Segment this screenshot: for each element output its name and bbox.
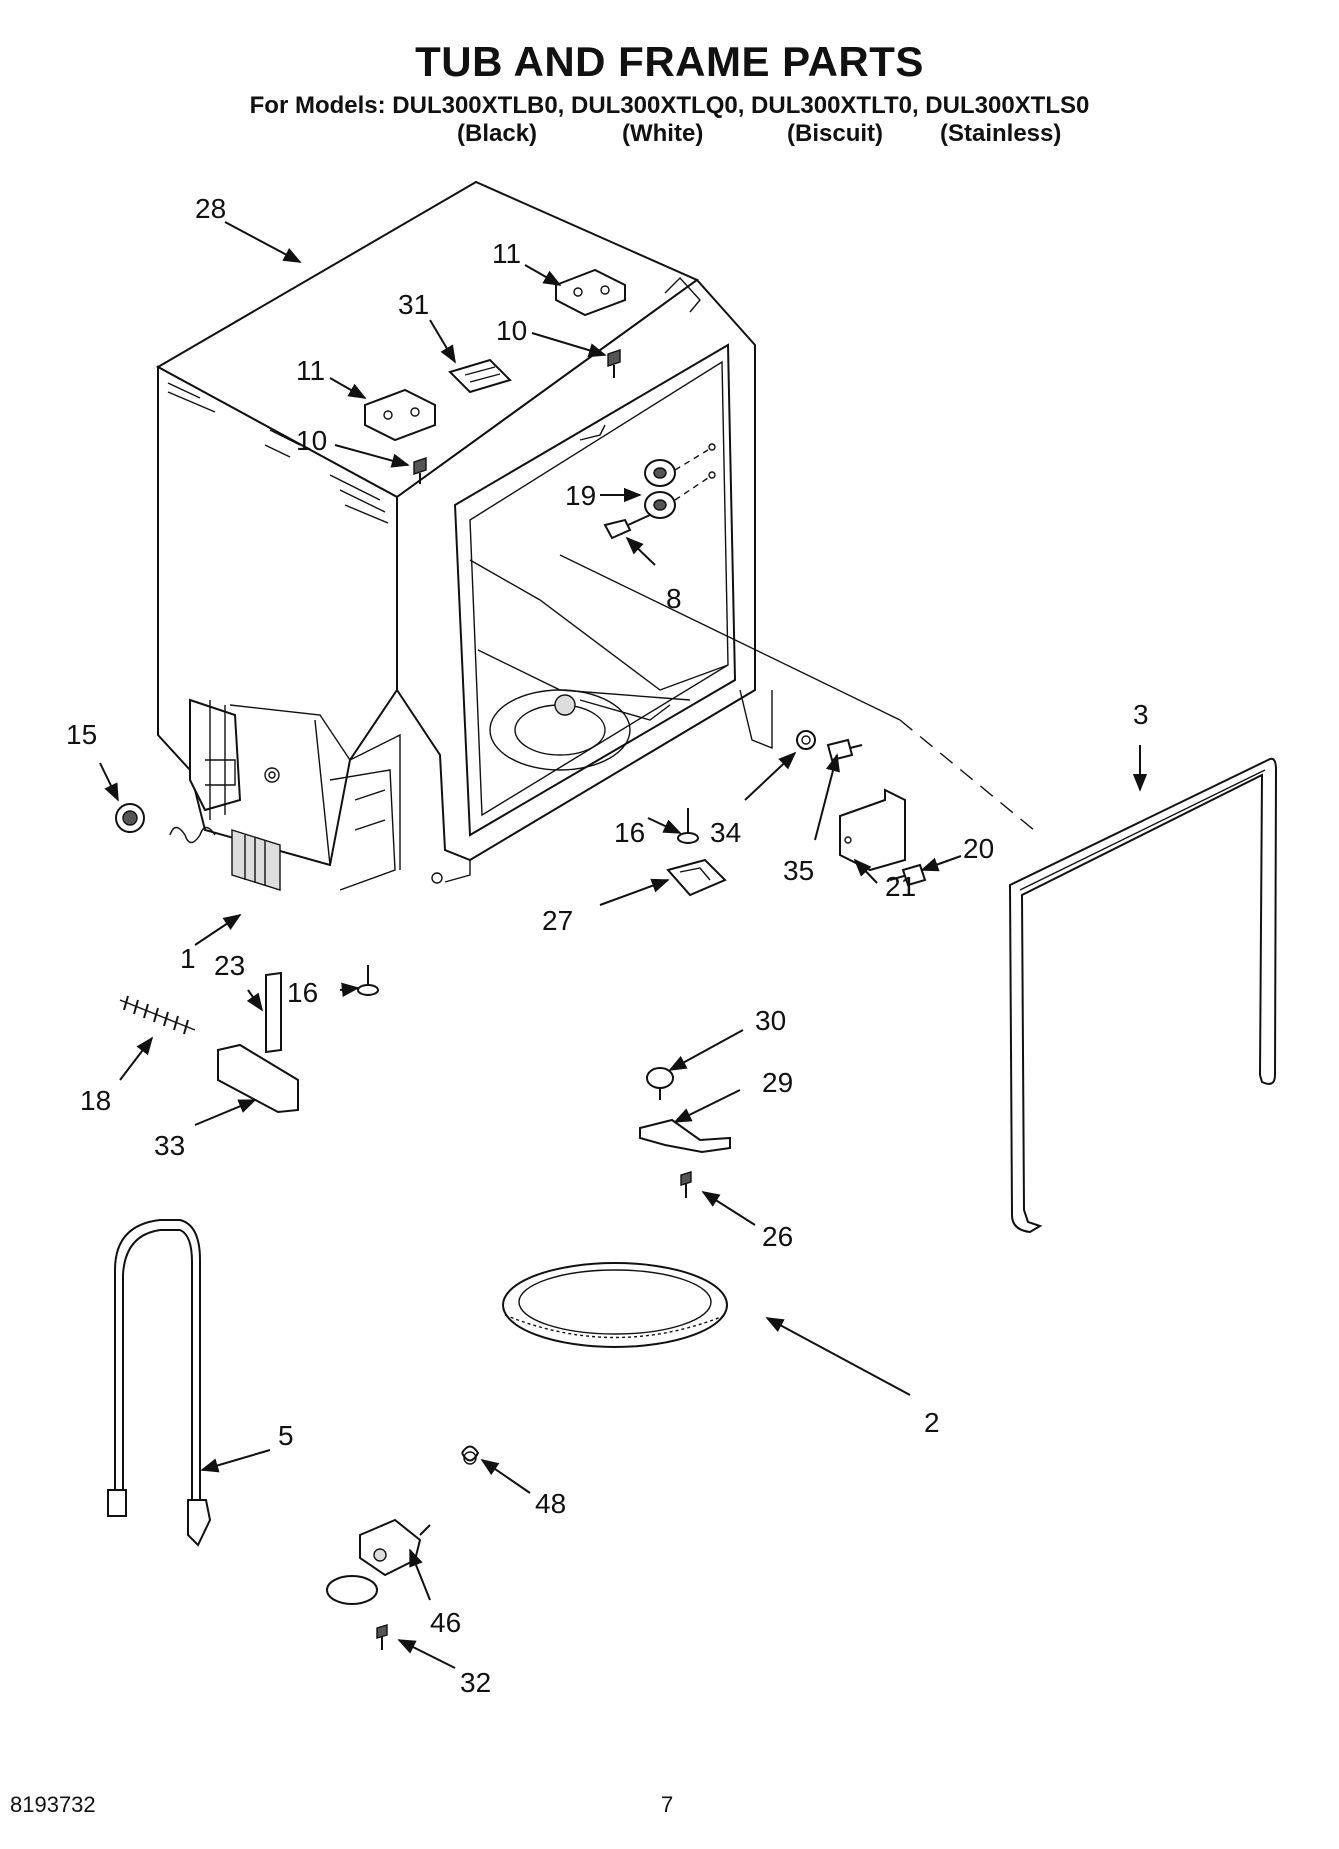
page-number: 7 xyxy=(661,1792,674,1817)
callout-32: 32 xyxy=(460,1667,491,1698)
callout-11-left: 11 xyxy=(296,355,325,386)
callout-33: 33 xyxy=(154,1130,185,1161)
part-10-screw-a xyxy=(607,349,621,378)
part-19-rollers xyxy=(644,443,716,519)
part-18-spring xyxy=(119,995,196,1035)
part-46-valve xyxy=(326,1518,431,1605)
callout-27: 27 xyxy=(542,905,573,936)
part-34-star-nut xyxy=(796,730,816,750)
callout-3: 3 xyxy=(1133,699,1149,730)
callout-23: 23 xyxy=(214,950,245,981)
part-11-hinge-left xyxy=(364,388,436,442)
page-title: TUB AND FRAME PARTS xyxy=(415,38,924,85)
callout-8: 8 xyxy=(666,583,682,614)
callout-16-lower: 16 xyxy=(287,977,318,1008)
part-3-gasket xyxy=(1008,757,1278,1234)
leader-lines xyxy=(99,221,1148,1669)
callout-29: 29 xyxy=(762,1067,793,1098)
callout-30: 30 xyxy=(755,1005,786,1036)
models-line: For Models: DUL300XTLB0, DUL300XTLQ0, DU… xyxy=(249,92,1090,119)
callout-labels: 28 11 31 10 11 10 19 8 3 15 16 34 20 35 … xyxy=(66,193,1149,1698)
document-number: 8193732 xyxy=(10,1792,96,1817)
callout-31: 31 xyxy=(398,289,429,320)
color-label-biscuit: (Biscuit) xyxy=(787,120,883,147)
callout-19: 19 xyxy=(565,480,596,511)
callout-11-right: 11 xyxy=(492,238,521,269)
callout-20: 20 xyxy=(963,833,994,864)
part-26-screw xyxy=(680,1171,692,1198)
part-27-clip xyxy=(666,858,727,897)
callout-18: 18 xyxy=(80,1085,111,1116)
callout-15: 15 xyxy=(66,719,97,750)
callout-28: 28 xyxy=(195,193,226,224)
callout-26: 26 xyxy=(762,1221,793,1252)
part-48-clip xyxy=(461,1445,480,1465)
part-29-bracket xyxy=(639,1118,731,1154)
part-11-hinge-right xyxy=(555,268,626,317)
callout-21: 21 xyxy=(885,871,916,902)
callout-10-right: 10 xyxy=(496,315,527,346)
callout-1: 1 xyxy=(180,943,196,974)
part-35-bolt xyxy=(826,738,863,762)
part-16-leg-b xyxy=(357,965,379,996)
part-23-strip xyxy=(265,971,282,1054)
part-2-ring xyxy=(502,1262,728,1348)
color-label-white: (White) xyxy=(622,120,704,147)
color-label-black: (Black) xyxy=(457,120,538,147)
part-16-leg-a xyxy=(677,808,699,844)
part-5-wire-harness xyxy=(107,1219,212,1547)
part-10-screw-b xyxy=(413,457,427,484)
callout-2: 2 xyxy=(924,1407,940,1438)
part-32-screw xyxy=(376,1624,388,1650)
tub-assembly-drawing xyxy=(155,180,1041,891)
color-label-stainless: (Stainless) xyxy=(940,120,1062,147)
part-21-bracket xyxy=(839,788,906,872)
part-30-switch xyxy=(646,1067,674,1100)
callout-16-upper: 16 xyxy=(614,817,645,848)
part-33-pad xyxy=(217,1043,299,1114)
callout-34: 34 xyxy=(710,817,741,848)
callout-35: 35 xyxy=(783,855,814,886)
part-15-cap xyxy=(115,803,145,833)
callout-10-left: 10 xyxy=(296,425,327,456)
part-20-screw xyxy=(889,863,927,887)
callout-48: 48 xyxy=(535,1488,566,1519)
part-31-clip xyxy=(448,358,512,394)
callout-46: 46 xyxy=(430,1607,461,1638)
part-8-screw xyxy=(603,514,651,540)
callout-5: 5 xyxy=(278,1420,294,1451)
